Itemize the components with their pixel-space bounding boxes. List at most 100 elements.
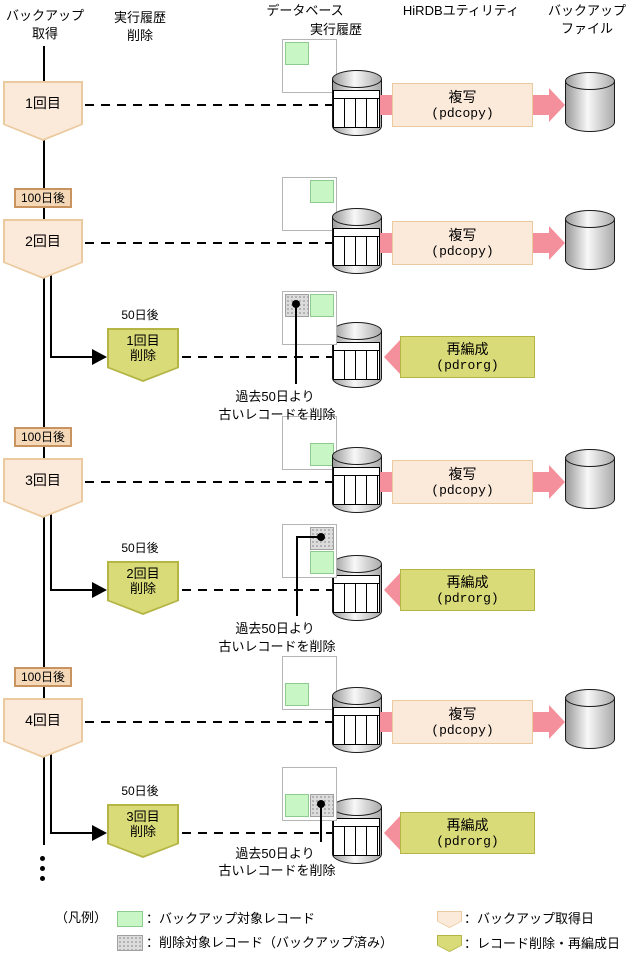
backup-file-cylinder [565,72,615,132]
database-cylinder [332,555,382,621]
copy-connector [380,95,393,115]
database-table-columns [334,476,379,504]
database-table-columns [334,584,379,612]
copy-arrow-icon [549,88,565,122]
reorg-arrow-icon [384,340,400,374]
header-backup-file-line2: ファイル [560,21,613,36]
database-cylinder-top [332,447,382,465]
legend-peach-label: ：バックアップ取得日 [464,911,595,926]
database-table-columns [334,237,379,265]
backup-round-label-4-text: 4回目 [25,711,61,728]
database-table-header [334,343,379,351]
record-green-cell [310,294,334,317]
pdcopy-box-2-command: (pdcopy) [431,244,494,259]
database-table-columns [334,716,379,744]
deleted-record-dot [317,533,325,541]
deleted-record-dot [292,300,300,308]
legend-olive-label: ：レコード削除・再編成日 [464,936,621,951]
database-cylinder-top [332,208,382,226]
copy-arrow-shaft [533,95,549,115]
row2-dashed-line [85,242,332,244]
backup-file-cylinder-top [565,210,615,228]
branch-line-vertical [50,752,52,834]
copy-arrow-icon [549,226,565,260]
backup-round-label-3-text: 3回目 [25,471,61,488]
copy-connector [380,712,393,732]
copy-arrow-icon [549,465,565,499]
row6-record-square [282,656,337,710]
copy-connector [380,472,393,492]
row4-record-square [282,416,337,470]
record-green-cell [310,443,334,466]
legend-olive-pentagon-swatch [437,935,462,952]
pdcopy-box-4-title: 複写 [448,706,477,722]
database-cylinder [332,447,382,513]
backup-round-label-1-text: 1回目 [25,94,61,111]
legend-peach-pentagon-fill [438,912,461,927]
timeline-ellipsis-dot [40,866,45,871]
interval-badge-100days: 100日後 [14,427,72,447]
database-table [333,707,380,745]
delete-round-label-3-line2: 削除 [129,823,156,839]
pdrorg-box-1-command: (pdrorg) [436,358,499,373]
row3-dashed-line [182,356,333,358]
delete-round-badge-3: 3回目 削除 [107,804,179,858]
pdrorg-box-3-command: (pdrorg) [436,834,499,849]
branch-line-vertical [50,512,52,591]
timeline-ellipsis-dot [40,856,45,861]
backup-file-cylinder [565,210,615,270]
pdcopy-box-3-title: 複写 [448,466,477,482]
delete-note-line1: 過去50日より [235,846,315,861]
record-green-cell [285,683,309,706]
database-cylinder-top [332,322,382,340]
row7-record-square [282,767,337,821]
row1-dashed-line [85,104,332,106]
database-table-header [334,468,379,476]
backup-file-cylinder-top [565,689,615,707]
database-table-header [334,91,379,99]
header-database-exec-history: 実行履歴 [309,22,362,37]
header-backup-acquire-line2: 取得 [31,26,58,41]
note-leader-line [320,804,322,842]
timeline-ellipsis-dot [40,876,45,881]
delete-round-label-3: 3回目 削除 [107,804,179,844]
legend-caption: （凡例） [55,910,108,925]
note-leader-line [296,536,298,616]
pdrorg-box-1: 再編成 (pdrorg) [400,336,535,378]
legend-olive-pentagon-fill [438,936,461,951]
copy-connector [380,233,393,253]
record-green-cell [285,794,309,817]
delete-round-label-1-line2: 削除 [129,347,156,363]
branch-line-horizontal [50,832,94,834]
copy-arrow-shaft [533,712,549,732]
backup-round-badge-3: 3回目 [3,458,83,518]
database-table-header [334,708,379,716]
row3-record-square [282,291,337,345]
database-cylinder [332,322,382,388]
record-green-cell [310,551,334,574]
reorg-arrow-icon [384,573,400,607]
database-cylinder-top [332,70,382,88]
database-table [333,228,380,266]
database-cylinder-top [332,798,382,816]
pdcopy-box-2: 複写 (pdcopy) [392,221,533,265]
delay-label-50days: 50日後 [121,541,159,555]
backup-round-badge-4: 4回目 [3,698,83,758]
pdrorg-box-2-title: 再編成 [446,574,489,590]
row7-dashed-line [182,832,333,834]
delete-round-label-2-line2: 削除 [129,580,156,596]
pdcopy-box-2-title: 複写 [448,227,477,243]
pdcopy-box-4-command: (pdcopy) [431,723,494,738]
branch-arrowhead-icon [92,349,107,365]
database-cylinder [332,798,382,864]
copy-arrow-icon [549,705,565,739]
pdrorg-box-2-command: (pdrorg) [436,591,499,606]
database-table [333,575,380,613]
database-table-header [334,229,379,237]
interval-badge-100days: 100日後 [14,667,72,687]
record-green-cell [285,42,309,65]
pdrorg-box-1-title: 再編成 [446,341,489,357]
delete-note-line2: 古いレコードを削除 [218,639,336,654]
database-cylinder-top [332,687,382,705]
